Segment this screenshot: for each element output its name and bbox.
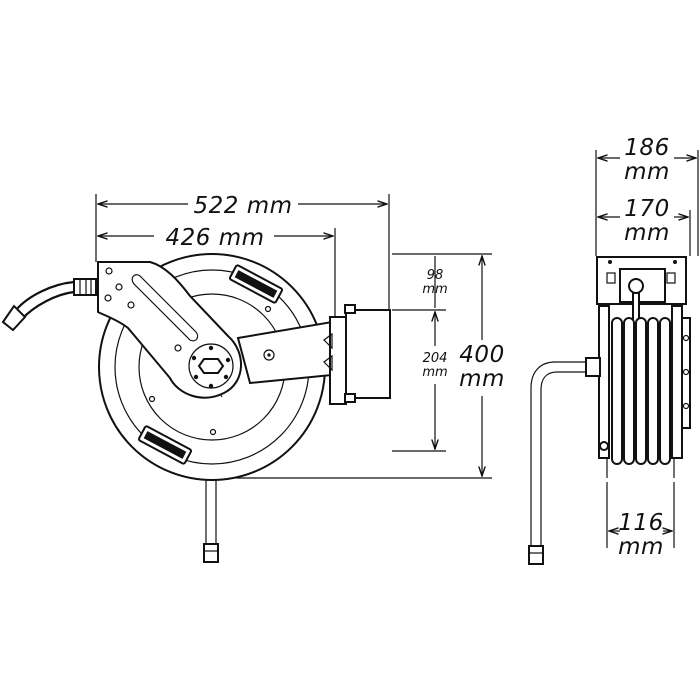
bracket-bolt xyxy=(263,349,275,361)
side-view xyxy=(528,256,691,565)
hub-bolt xyxy=(223,374,229,380)
brand-label-top xyxy=(228,264,284,304)
hub-bolt xyxy=(191,355,197,361)
dim-depth-base-unit: mm xyxy=(618,534,664,560)
wall-plate-tab xyxy=(344,304,356,314)
dim-depth-inner-unit: mm xyxy=(624,220,670,246)
dim-bracket-height-unit: mm xyxy=(422,365,447,380)
wall-plate-clip xyxy=(323,332,333,372)
side-mech-bolt xyxy=(682,334,690,342)
side-inlet-hose xyxy=(540,371,590,548)
side-inlet-fitting xyxy=(585,357,601,377)
side-spring-housing xyxy=(681,317,691,429)
side-inlet-hose xyxy=(530,361,590,548)
side-dimensions: 186 mm 170 mm 116 mm xyxy=(595,135,699,560)
arm-hole xyxy=(104,294,112,302)
arm-slot xyxy=(131,274,199,342)
hub-hex-nut xyxy=(197,358,225,374)
drum-rivet xyxy=(209,428,217,436)
hub-bolt xyxy=(208,345,214,351)
side-swivel-joint xyxy=(628,278,644,294)
dim-offset-top-unit: mm xyxy=(422,282,447,297)
hub-bolt xyxy=(225,357,231,363)
drum-rivet xyxy=(148,395,156,403)
hub-bolt xyxy=(208,383,214,389)
outlet-hose-end xyxy=(203,543,219,563)
dim-height-overall-value: 400 xyxy=(459,342,504,368)
dim-depth-base-value: 116 xyxy=(618,510,663,536)
inlet-hose xyxy=(15,280,75,311)
front-dimensions: 522 mm 426 mm 98 mm 204 mm 400 mm xyxy=(95,193,505,479)
side-mount-bolt xyxy=(673,260,677,264)
inlet-hose xyxy=(21,290,75,320)
inlet-hose-end xyxy=(1,304,27,332)
arm-hole xyxy=(115,283,123,291)
arm-hole xyxy=(105,267,113,275)
side-hose-coils xyxy=(611,317,671,465)
side-mount-bolt xyxy=(608,260,612,264)
side-mech-bolt xyxy=(682,402,690,410)
side-mech-bolt xyxy=(682,368,690,376)
dim-depth-outer-value: 186 xyxy=(624,135,669,161)
dim-bracket-height-value: 204 xyxy=(423,351,448,366)
dim-width-arm: 426 mm xyxy=(165,225,264,251)
wall-plate-tab xyxy=(344,393,356,403)
side-drum-flange xyxy=(598,305,610,459)
dim-offset-top-value: 98 xyxy=(427,268,444,283)
dim-depth-outer-unit: mm xyxy=(624,159,670,185)
arm-hole xyxy=(127,301,135,309)
arm-hole xyxy=(174,344,182,352)
side-drum-flange xyxy=(671,305,683,459)
dim-height-overall-unit: mm xyxy=(459,366,505,392)
brand-label-bottom xyxy=(137,425,193,465)
dim-width-overall: 522 mm xyxy=(193,193,292,219)
side-guide-roller xyxy=(599,441,609,451)
side-plate-slot xyxy=(666,272,676,284)
dim-depth-inner-value: 170 xyxy=(624,196,669,222)
hub-bolt xyxy=(193,374,199,380)
inlet-fitting xyxy=(73,278,97,296)
front-view xyxy=(1,253,391,563)
bracket-bolt-center xyxy=(267,353,271,357)
side-plate-slot xyxy=(606,272,616,284)
wall-plate xyxy=(345,309,391,399)
side-inlet-hose-end xyxy=(528,545,544,565)
drum-rivet xyxy=(264,305,272,313)
